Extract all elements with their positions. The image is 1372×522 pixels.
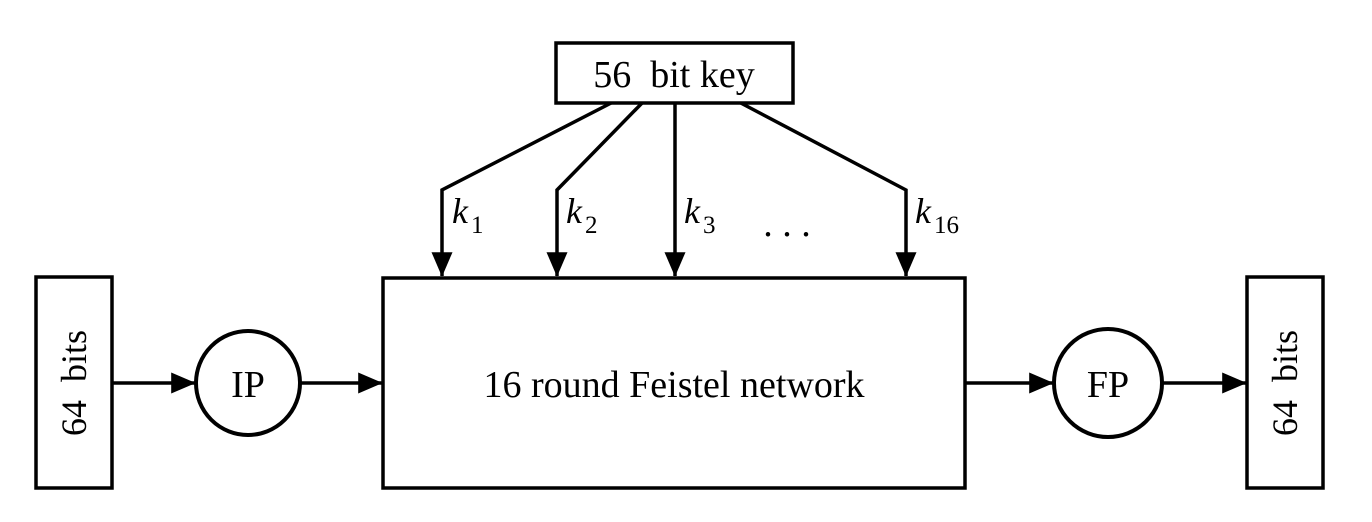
subkey-k3-base: k: [684, 191, 701, 231]
input-bits-label: 64 bits: [54, 330, 94, 436]
subkey-k2-base: k: [566, 191, 583, 231]
subkey-arrow-k1: [431, 99, 616, 277]
subkey-label-k16: k 16: [915, 191, 959, 239]
subkey-arrow-k2: [546, 99, 646, 277]
output-bits-box: [1245, 275, 1325, 490]
fp-node: [1052, 327, 1164, 439]
input-bits-box: [34, 275, 114, 490]
ellipsis-dots: . . .: [763, 203, 811, 245]
subkey-arrow-k16: [736, 99, 917, 277]
subkey-label-k2: k 2: [566, 191, 598, 239]
subkey-k1-sub: 1: [471, 212, 484, 239]
key-box: [554, 41, 795, 105]
output-bits-label: 64 bits: [1265, 330, 1305, 436]
feistel-box-label: 16 round Feistel network: [483, 364, 864, 406]
subkey-k16-base: k: [915, 191, 932, 231]
ip-node: [194, 329, 302, 437]
ip-node-label: IP: [231, 364, 265, 406]
fp-node-label: FP: [1087, 364, 1129, 406]
subkey-k1-base: k: [452, 191, 469, 231]
key-box-label: 56 bit key: [593, 54, 754, 96]
subkey-k2-sub: 2: [585, 212, 598, 239]
subkey-k16-sub: 16: [934, 212, 959, 239]
subkey-label-k3: k 3: [684, 191, 716, 239]
subkey-label-k1: k 1: [452, 191, 484, 239]
subkey-k3-sub: 3: [703, 212, 716, 239]
feistel-box: [381, 276, 967, 490]
